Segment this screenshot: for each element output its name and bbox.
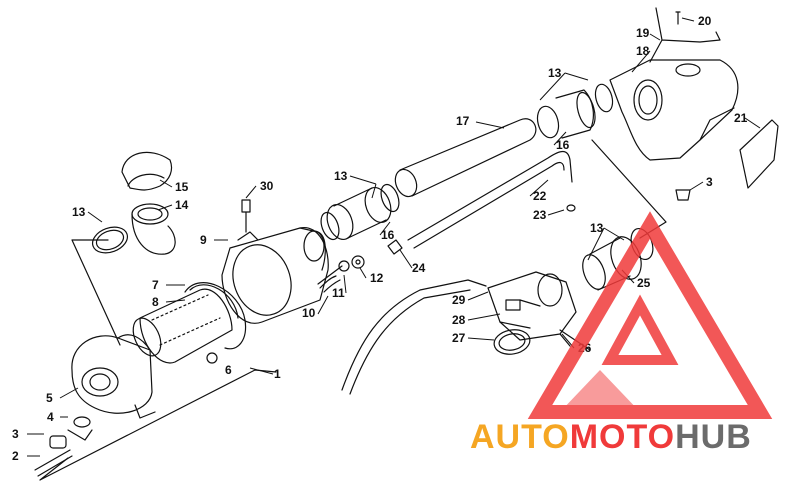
spring	[317, 265, 343, 293]
callout-13-left: 13	[72, 205, 86, 219]
callout-10: 10	[302, 306, 316, 320]
callout-11: 11	[332, 286, 345, 300]
callout-29: 29	[452, 293, 466, 307]
svg-text:AUTOMOTOHUB: AUTOMOTOHUB	[470, 418, 752, 456]
callout-21: 21	[734, 111, 748, 125]
clamp-left	[91, 226, 129, 254]
carb-clamp	[493, 329, 531, 355]
leader-lines	[27, 17, 761, 457]
callout-13-mid: 13	[334, 169, 348, 183]
callout-15: 15	[175, 180, 189, 194]
callout-8: 8	[152, 295, 159, 309]
intake-adapter	[131, 203, 176, 255]
callout-17: 17	[456, 114, 470, 128]
bracket-screw	[675, 11, 681, 25]
callout-12: 12	[370, 271, 384, 285]
intake-boot-lower	[320, 183, 400, 241]
callout-20: 20	[698, 14, 712, 28]
bolt-30	[241, 199, 251, 233]
callout-2: 2	[12, 449, 19, 463]
watermark-logo-icon	[527, 211, 773, 419]
callout-5: 5	[46, 391, 53, 405]
airbox-cover	[221, 227, 329, 324]
callout-1: 1	[274, 367, 281, 381]
callout-13-top: 13	[548, 66, 562, 80]
gasket-ring	[184, 282, 247, 350]
intake-elbow	[121, 151, 173, 191]
intake-silencer	[609, 59, 739, 161]
callout-14: 14	[175, 198, 189, 212]
callout-22: 22	[533, 189, 547, 203]
washer-12	[351, 255, 365, 269]
cover-plate	[739, 119, 779, 189]
drain-tube-parts	[34, 416, 93, 477]
intake-tube	[394, 118, 537, 198]
airbox-housing	[71, 334, 156, 419]
callout-13-carb: 13	[590, 221, 604, 235]
callout-6: 6	[225, 363, 232, 377]
vent-hose	[407, 150, 573, 249]
washer-11	[338, 260, 350, 272]
watermark: AUTOMOTOHUB	[470, 211, 773, 456]
callout-9: 9	[200, 233, 207, 247]
callout-3-right: 3	[706, 175, 713, 189]
vent-clamp	[566, 204, 576, 212]
watermark-hub: HUB	[675, 418, 752, 456]
mounting-bracket	[649, 7, 721, 63]
intake-boot-upper	[536, 83, 614, 139]
callout-28: 28	[452, 313, 466, 327]
callout-4: 4	[47, 410, 54, 424]
grommet	[206, 352, 218, 364]
callout-19: 19	[636, 26, 650, 40]
connector-24	[387, 239, 403, 255]
callout-16-mid: 16	[381, 228, 395, 242]
callout-25: 25	[637, 276, 651, 290]
callout-3: 3	[12, 427, 19, 441]
callout-7: 7	[152, 278, 159, 292]
watermark-moto: MOTO	[570, 418, 675, 456]
callout-30: 30	[260, 179, 274, 193]
air-filter	[132, 288, 233, 364]
assembly-line-1	[39, 239, 277, 481]
grommet-right	[675, 189, 691, 201]
callout-16-top: 16	[556, 138, 570, 152]
callout-18: 18	[636, 44, 650, 58]
fuel-line	[341, 279, 487, 395]
carburetor	[487, 271, 577, 347]
callout-27: 27	[452, 331, 466, 345]
watermark-auto: AUTO	[470, 418, 570, 456]
callout-23: 23	[533, 208, 547, 222]
callout-24: 24	[412, 261, 426, 275]
